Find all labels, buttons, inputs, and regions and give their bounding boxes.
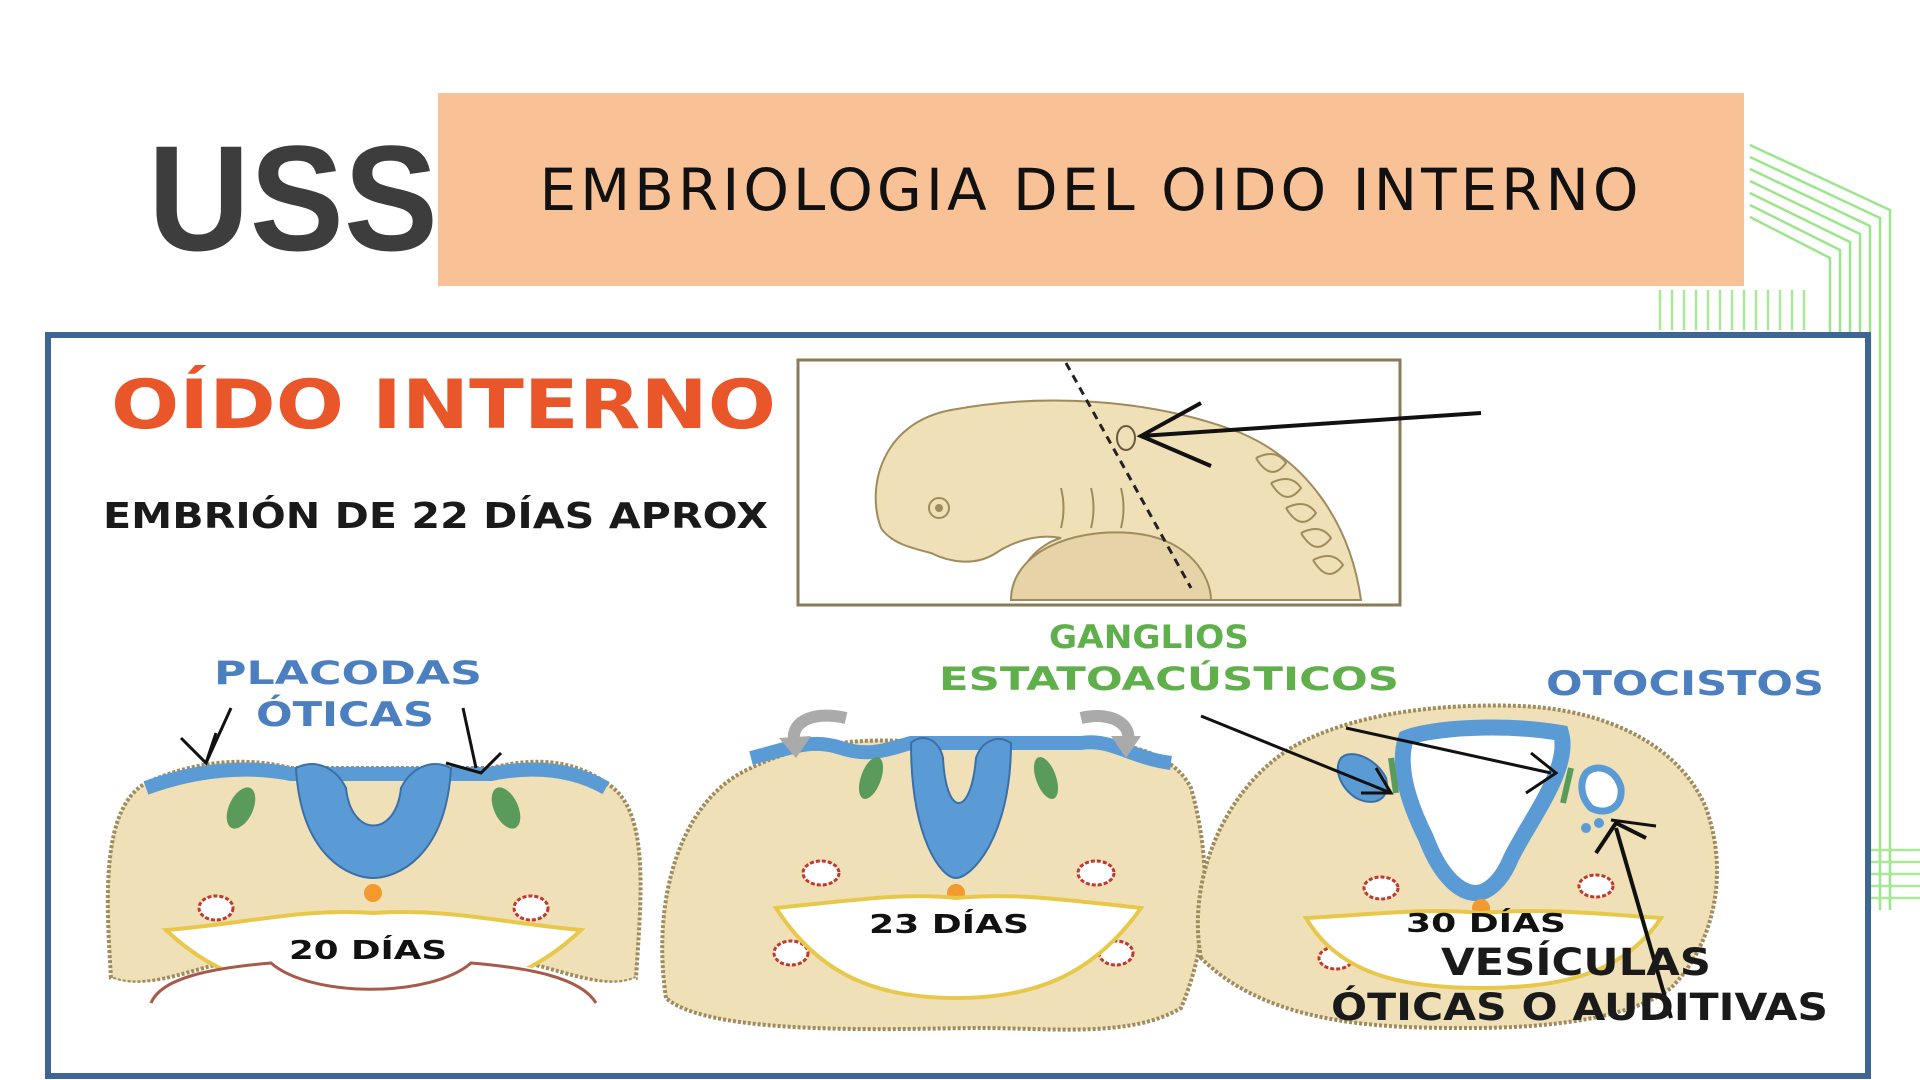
stage-label-20: 20 DÍAS: [289, 934, 447, 966]
decorative-green-lines: [1658, 143, 1920, 910]
title-banner: EMBRIOLOGIA DEL OIDO INTERNO: [438, 93, 1744, 286]
label-placodas-1: PLACODAS: [214, 654, 482, 692]
embryo-lateral-view: [796, 358, 1482, 607]
uss-logo: USS: [148, 138, 438, 258]
diagram-heading: OÍDO INTERNO: [111, 365, 776, 445]
label-otocistos: OTOCISTOS: [1546, 664, 1824, 704]
stage-label-23: 23 DÍAS: [869, 908, 1029, 940]
inner-ear-embryology-diagram: OÍDO INTERNO EMBRIÓN DE 22 DÍAS APROX: [103, 358, 1828, 1032]
cross-section-23-dias: 23 DÍAS: [660, 709, 1207, 1032]
cross-section-30-dias: 30 DÍAS: [1195, 703, 1719, 1031]
logo-text: USS: [148, 138, 438, 258]
label-ganglios-2: ESTATOACÚSTICOS: [939, 659, 1399, 698]
label-vesiculas-2: ÓTICAS O AUDITIVAS: [1331, 985, 1828, 1029]
label-placodas-2: ÓTICAS: [256, 694, 434, 735]
label-ganglios-1: GANGLIOS: [1049, 618, 1249, 656]
diagram-subheading: EMBRIÓN DE 22 DÍAS APROX: [103, 495, 768, 537]
label-vesiculas-1: VESÍCULAS: [1441, 940, 1711, 984]
diagram-frame: OÍDO INTERNO EMBRIÓN DE 22 DÍAS APROX: [45, 332, 1871, 1079]
slide-title: EMBRIOLOGIA DEL OIDO INTERNO: [539, 155, 1643, 224]
cross-section-20-dias: 20 DÍAS: [105, 707, 643, 1004]
stage-label-30: 30 DÍAS: [1406, 907, 1566, 939]
